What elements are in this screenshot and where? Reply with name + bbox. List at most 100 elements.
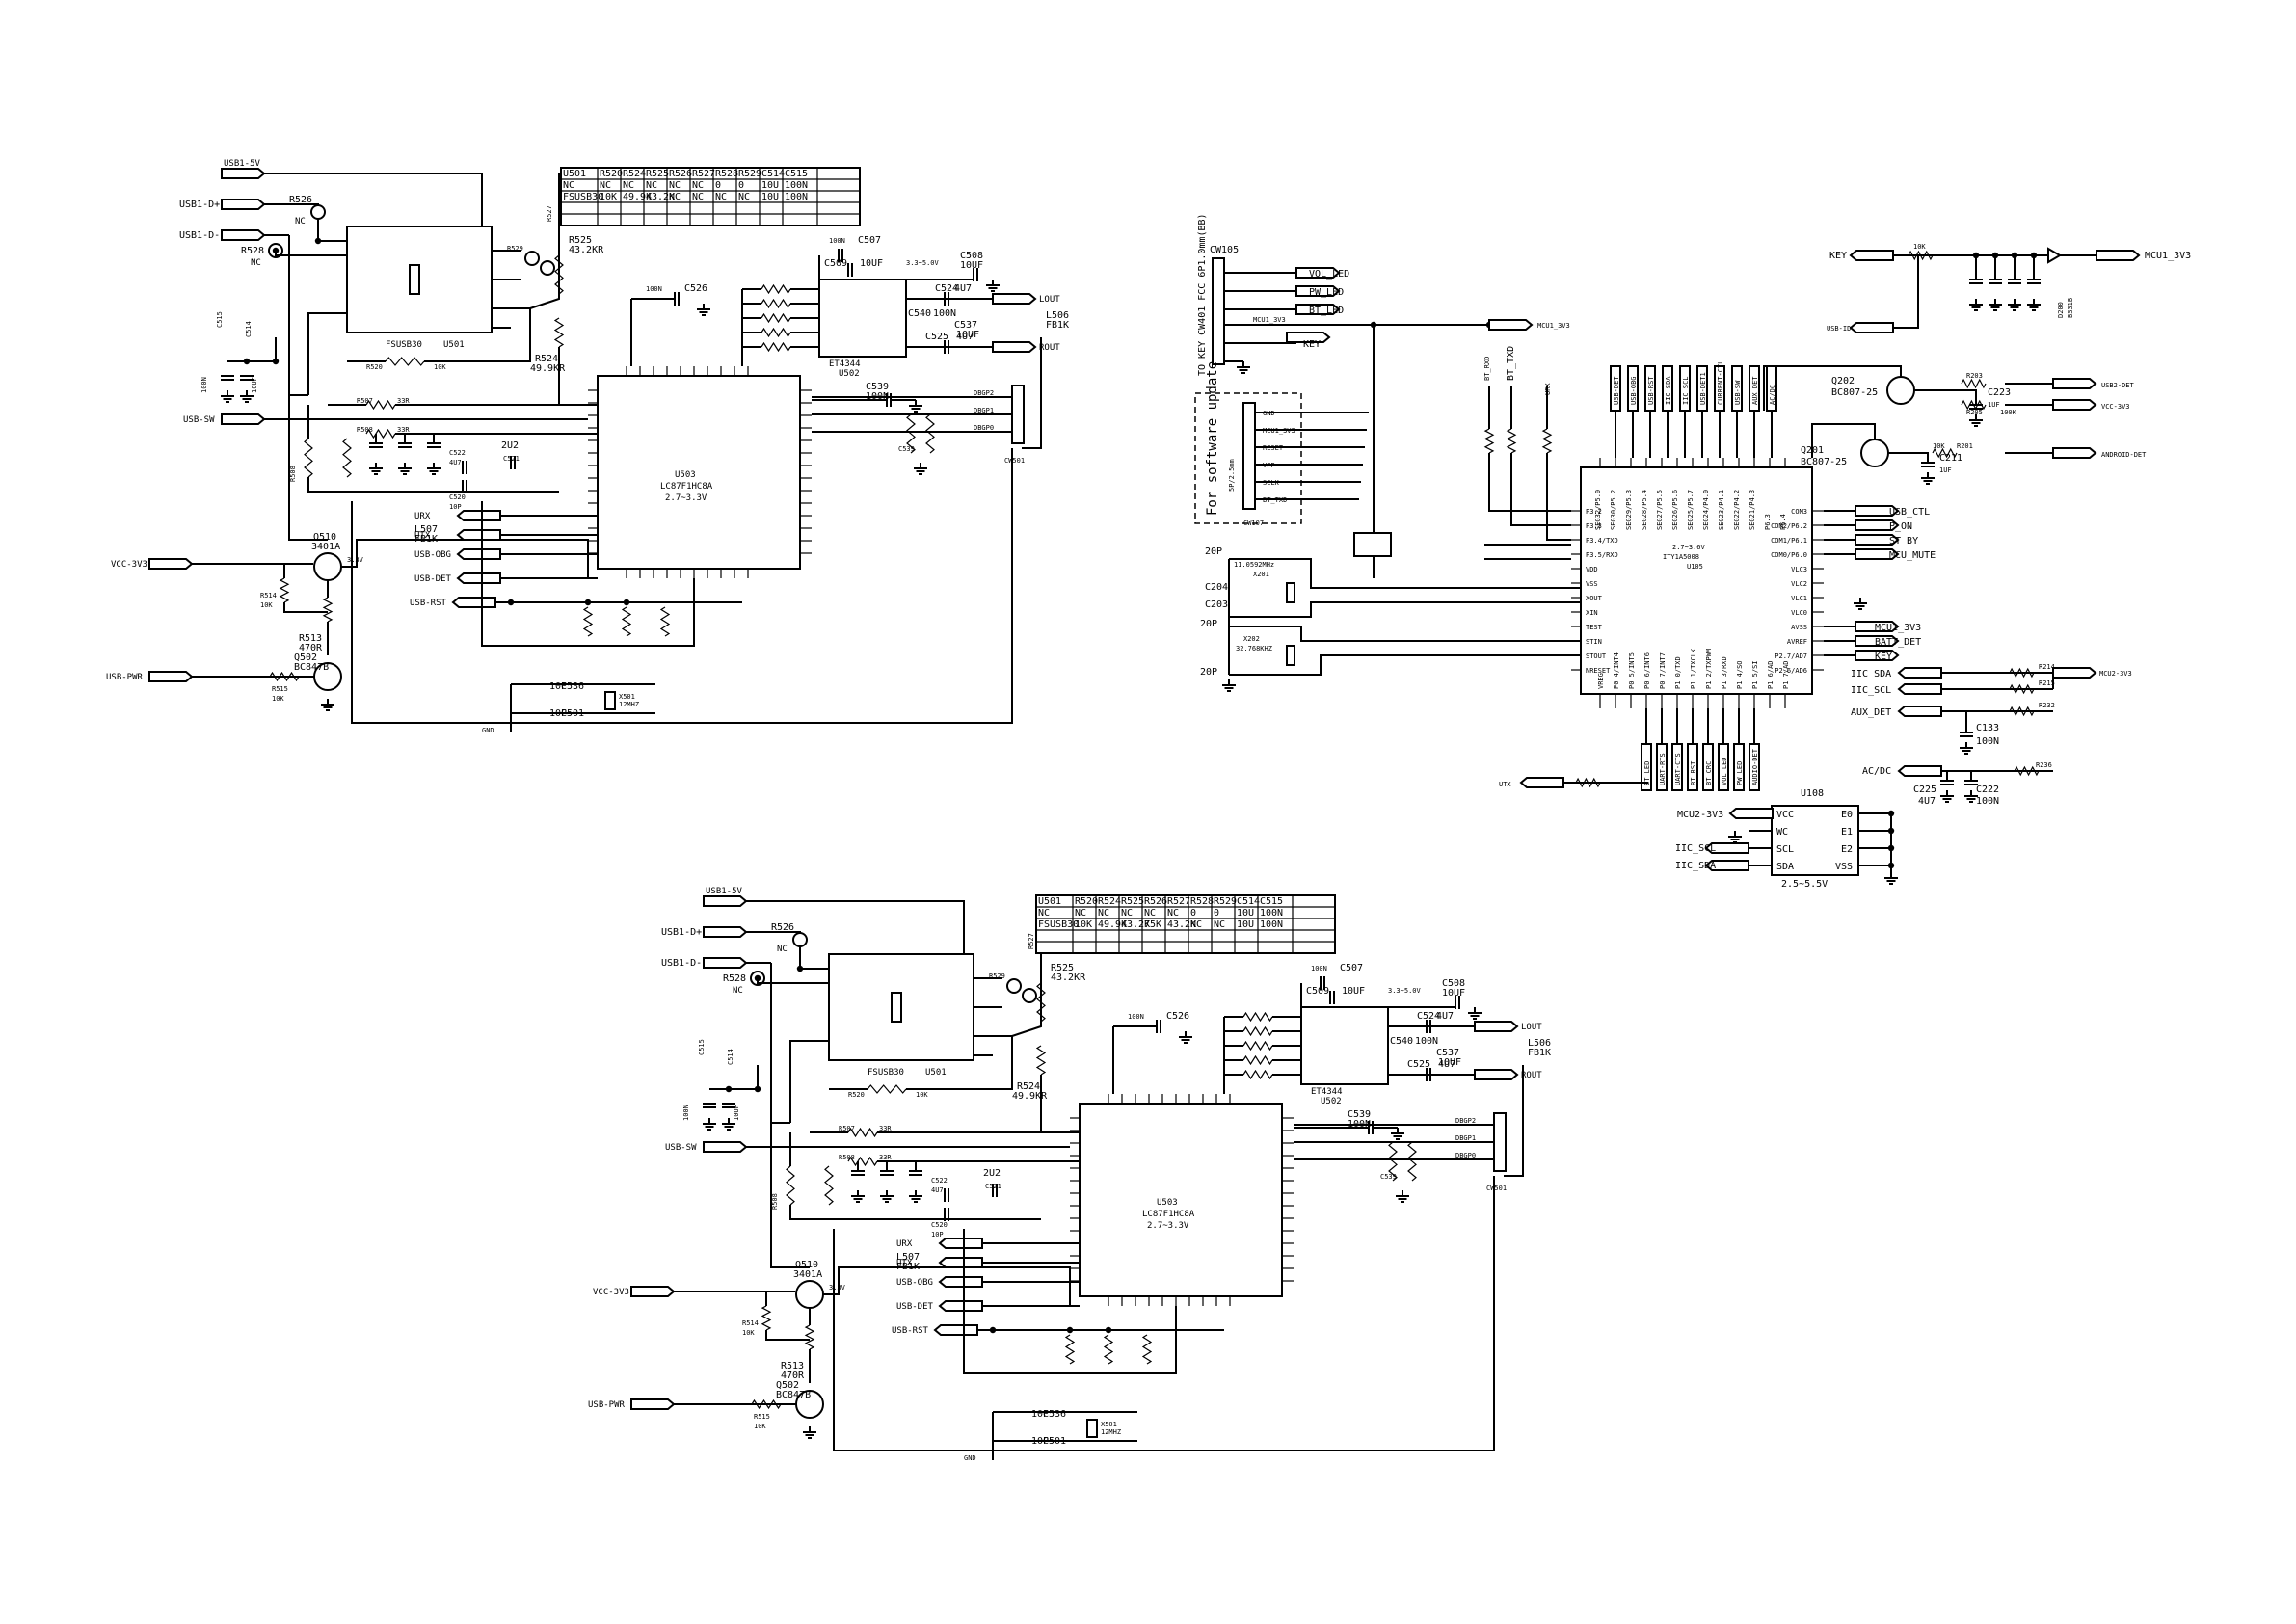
ground-symbol — [703, 1118, 716, 1131]
resistor — [1575, 777, 1601, 788]
val-c520: 10P — [931, 1231, 944, 1238]
resistor — [824, 1165, 834, 1206]
net-label-key-r: KEY — [1875, 652, 1892, 662]
wire — [1229, 654, 1581, 676]
net-flag-shape — [1519, 777, 1564, 788]
val-r507: 33R — [879, 1125, 892, 1132]
val-r515: 10K — [754, 1423, 766, 1430]
resistor — [1961, 399, 1987, 411]
val-c522: 4U7 — [449, 459, 462, 466]
rout-flag — [992, 341, 1037, 353]
ref-r527: R527 — [546, 205, 553, 222]
net-label-iic_scl: IIC_SCL — [1851, 685, 1891, 696]
table-cell: NC — [1167, 908, 1179, 918]
ground-symbol — [321, 699, 334, 711]
usb-audio-block-top: USB1-5VUSB1-D+USB1-D-R526NCR528NCFSUSB30… — [106, 159, 1069, 734]
utx-flag — [1519, 777, 1564, 788]
ic-u502-body — [1300, 1006, 1389, 1085]
net-label-aux_det: AUX_DET — [1851, 707, 1891, 718]
net-label-usb_ctl: USB_CTL — [1889, 507, 1930, 518]
q510-val: 3401A — [311, 542, 340, 552]
wire — [1914, 389, 1977, 405]
q502-ref: Q502 — [776, 1380, 799, 1391]
lout-flag — [1474, 1021, 1519, 1032]
ref-r528: R528 — [723, 973, 746, 984]
usbdm-flag — [221, 229, 266, 241]
q502-ref: Q502 — [294, 652, 317, 663]
u105-left-pin: TEST — [1586, 624, 1603, 631]
wire — [554, 254, 564, 295]
net-flag-shape — [456, 529, 501, 541]
resistor — [342, 438, 352, 478]
u105-right-pin: COM0/P6.0 — [1771, 551, 1807, 559]
ref-c537: C537 — [1436, 1048, 1459, 1058]
wire — [1242, 1040, 1273, 1052]
val-c521: 2U2 — [983, 1168, 1001, 1179]
net-flag-shape — [1897, 706, 1942, 717]
wire — [1229, 601, 1581, 618]
net-flag-shape — [992, 341, 1037, 353]
wire — [765, 1330, 810, 1341]
net-flag-shape — [703, 926, 748, 938]
u105-right-pin: VLC0 — [1791, 609, 1807, 617]
net-flag-shape — [938, 1238, 983, 1249]
resistor — [1242, 1069, 1273, 1080]
table-frame — [1035, 894, 1336, 954]
wire — [2014, 765, 2040, 777]
table-header-cell: R520 — [600, 169, 623, 179]
iic_scl-flag — [1897, 683, 1942, 695]
ground-symbol — [1468, 1007, 1482, 1020]
ground-symbol — [1854, 598, 1867, 610]
net-flag-shape — [221, 229, 266, 241]
junction-dot — [243, 358, 251, 365]
ref-c524: C524 — [1417, 1011, 1440, 1022]
u501-ref: U501 — [443, 340, 465, 350]
table-header-cell: U501 — [563, 169, 586, 179]
st_by-flag — [1855, 534, 1900, 546]
val-r520: 10K — [916, 1091, 928, 1099]
ref-c539-res: C539 — [1380, 1173, 1397, 1181]
net-label-batt_det-r: BATT_DET — [1875, 637, 1921, 648]
resistor-r529 — [1006, 978, 1022, 994]
ground-symbol — [2027, 299, 2041, 311]
table-cell: NC — [1098, 908, 1109, 918]
ref-r508h: R508 — [839, 1154, 855, 1161]
usbrst-flag — [451, 597, 496, 608]
resistor — [761, 283, 791, 295]
ground-symbol — [803, 1426, 816, 1439]
capacitor — [462, 480, 467, 493]
u503-ref: U503 — [1157, 1198, 1178, 1208]
net-label-st_by: ST_BY — [1889, 536, 1918, 546]
ref-c223: C223 — [1988, 387, 2011, 398]
table-cell: NC — [715, 192, 727, 202]
net-label-usbdp: USB1-D+ — [179, 200, 220, 210]
rail-3v3-5v: 3.3~5.0V — [906, 259, 940, 267]
wire — [279, 577, 290, 603]
pw_led-flag — [1295, 285, 1341, 297]
u105-top-pin: SEG23/P4.1 — [1718, 490, 1725, 530]
net-flag-shape — [1474, 1021, 1519, 1032]
net-flag-shape — [703, 1141, 748, 1153]
net-dbgp1: DBGP1 — [974, 407, 994, 414]
net-label-rout: ROUT — [1521, 1071, 1542, 1080]
table-cell: FSUSB30 — [563, 192, 603, 202]
ref-r520: R520 — [848, 1091, 865, 1099]
ic-u501-core — [891, 992, 902, 1023]
resistor — [659, 606, 671, 637]
ref-c133: C133 — [1976, 723, 1999, 733]
table-cell: 0 — [715, 180, 721, 191]
table-header-cell: C515 — [785, 169, 808, 179]
u105-right-pin: COM1/P6.1 — [1771, 537, 1807, 545]
junction-dot — [584, 599, 592, 606]
net-label-utx: UTX — [414, 531, 431, 541]
wire — [1546, 453, 1571, 541]
u105-right-pin: P2.7/AD7 — [1775, 652, 1807, 660]
u105-right-pin: VLC3 — [1791, 566, 1807, 573]
u502-ref: U502 — [839, 369, 860, 379]
resistor — [761, 312, 791, 324]
val-x501: 12MHZ — [619, 701, 639, 708]
wire — [1035, 1045, 1047, 1076]
net-label-usbobg: USB-OBG — [414, 550, 451, 560]
